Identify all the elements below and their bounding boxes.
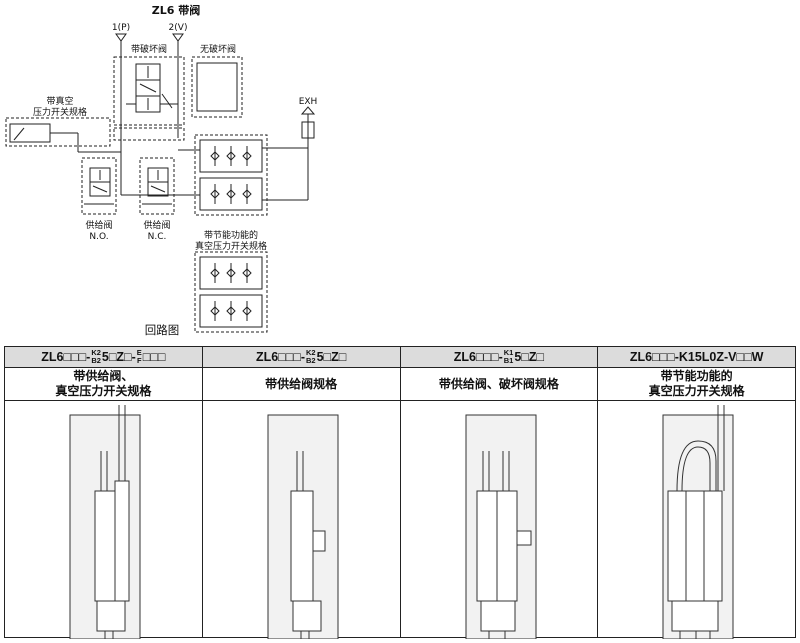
model-code: ZL6□□□- <box>41 350 91 364</box>
code-option-bottom: B1 <box>503 356 514 365</box>
code-option-bottom: F <box>136 356 142 365</box>
break-valve-label: 带破坏阀 <box>131 43 167 55</box>
port-v-label: 2(V) <box>169 23 188 33</box>
product-drawing <box>267 414 339 639</box>
code-option-top: E <box>136 348 142 357</box>
model-code: ZL6□□□-K15L0Z-V□□W <box>629 350 764 364</box>
description-line: 带供给阀规格 <box>265 376 338 391</box>
code-option-top: K2 <box>306 348 316 357</box>
supply-no-label-1: 供给阀 <box>85 219 112 231</box>
vacuum-switch-label-1: 带真空 <box>46 95 73 107</box>
column-description-3: 带供给阀、破坏阀规格 <box>400 368 598 401</box>
code-option-top: K2 <box>91 348 101 357</box>
energy-saving-label-2: 真空压力开关规格 <box>195 240 267 252</box>
code-option-bottom: B2 <box>91 356 101 365</box>
model-code: □□□ <box>142 350 166 364</box>
column-description-4: 带节能功能的 真空压力开关规格 <box>598 368 795 401</box>
product-image-2 <box>203 401 400 639</box>
model-code: 5□Z□ <box>316 350 347 364</box>
no-break-valve-label: 无破坏阀 <box>200 43 236 55</box>
supply-nc-label-1: 供给阀 <box>143 219 170 231</box>
product-drawing <box>662 405 734 639</box>
supply-nc-label-2: N.C. <box>148 232 167 242</box>
model-code: ZL6□□□- <box>255 350 305 364</box>
model-code: ZL6□□□- <box>453 350 503 364</box>
port-p-label: 1(P) <box>112 23 130 33</box>
column-header-4: ZL6□□□-K15L0Z-V□□W <box>598 347 795 368</box>
table-column-4: ZL6□□□-K15L0Z-V□□W 带节能功能的 真空压力开关规格 <box>598 347 795 639</box>
circuit-caption: 回路图 <box>145 323 180 337</box>
column-description-1: 带供给阀、 真空压力开关规格 <box>5 368 202 401</box>
model-code: 5□Z□- <box>101 350 136 364</box>
code-option-bottom: B2 <box>306 356 316 365</box>
description-line: 带节能功能的 <box>660 369 733 383</box>
product-image-3 <box>401 401 598 639</box>
vacuum-switch-label-2: 压力开关规格 <box>33 106 87 118</box>
circuit-diagram: ZL6 带阀 1(P) 2(V) 带破坏阀 无破坏阀 带真空 压力开关规格 EX… <box>5 3 318 337</box>
supply-no-label-2: N.O. <box>89 232 108 242</box>
code-option-top: K1 <box>503 348 514 357</box>
description-line: 真空压力开关规格 <box>648 384 745 398</box>
description-line: 带供给阀、 <box>73 369 134 383</box>
product-drawing <box>69 405 141 639</box>
model-code: 5□Z□ <box>514 350 545 364</box>
circuit-title: ZL6 带阀 <box>152 3 200 17</box>
description-line: 真空压力开关规格 <box>55 384 152 398</box>
energy-saving-label-1: 带节能功能的 <box>204 229 258 241</box>
description-line: 带供给阀、破坏阀规格 <box>438 376 559 391</box>
product-image-4 <box>598 401 795 639</box>
column-description-2: 带供给阀规格 <box>202 368 400 401</box>
product-drawing <box>465 414 536 639</box>
product-image-1 <box>5 401 202 639</box>
exh-label: EXH <box>299 97 318 107</box>
